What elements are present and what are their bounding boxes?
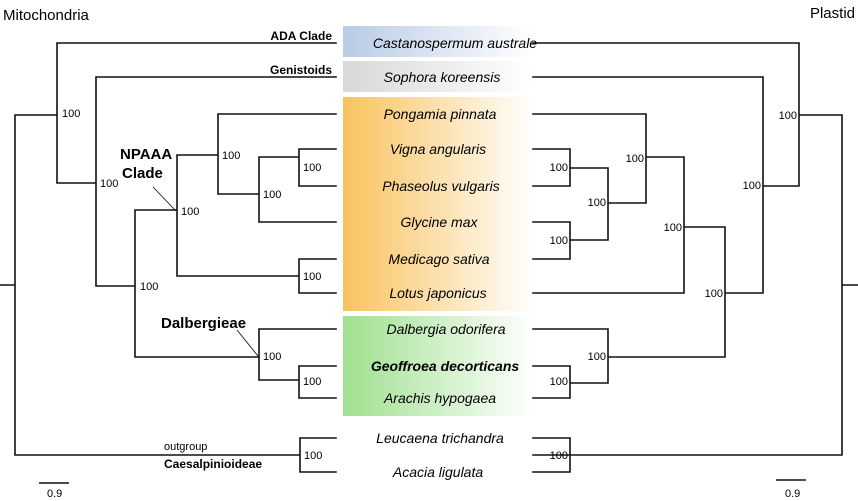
support-value: 100 bbox=[140, 281, 158, 293]
npaaa-label-line2: Clade bbox=[122, 165, 163, 182]
npaaa-label-line1: NPAAA bbox=[120, 146, 172, 163]
plastid-tree bbox=[532, 42, 858, 473]
support-value: 100 bbox=[779, 110, 797, 122]
mitochondrial-tree bbox=[0, 42, 337, 473]
support-value: 100 bbox=[664, 222, 682, 234]
support-value: 100 bbox=[181, 206, 199, 218]
right-scale-label: 0.9 bbox=[785, 488, 800, 500]
plastid-support-values: 100 100 100 100 100 100 100 100 100 100 … bbox=[550, 110, 797, 462]
support-value: 100 bbox=[550, 235, 568, 247]
taxon-label: Pongamia pinnata bbox=[384, 106, 497, 122]
support-value: 100 bbox=[550, 376, 568, 388]
taxon-label: Medicago sativa bbox=[388, 251, 489, 267]
support-value: 100 bbox=[222, 150, 240, 162]
taxon-label: Glycine max bbox=[400, 214, 478, 230]
taxon-label: Leucaena trichandra bbox=[376, 430, 504, 446]
scale-bars: 0.9 0.9 bbox=[39, 479, 806, 500]
support-value: 100 bbox=[743, 180, 761, 192]
support-value: 100 bbox=[263, 189, 281, 201]
clade-annotations: ADA Clade Genistoids NPAAA Clade Dalberg… bbox=[120, 29, 332, 471]
support-value: 100 bbox=[303, 376, 321, 388]
dalbergieae-pointer-line bbox=[236, 329, 259, 357]
support-value: 100 bbox=[263, 351, 281, 363]
taxon-label-highlighted: Geoffroea decorticans bbox=[371, 358, 520, 374]
clade-bands bbox=[343, 26, 533, 416]
left-scale-label: 0.9 bbox=[47, 488, 62, 500]
support-value: 100 bbox=[626, 153, 644, 165]
taxon-label: Phaseolus vulgaris bbox=[382, 178, 500, 194]
support-value: 100 bbox=[303, 271, 321, 283]
plastid-branches bbox=[532, 42, 858, 473]
support-value: 100 bbox=[303, 162, 321, 174]
support-value: 100 bbox=[100, 178, 118, 190]
mito-branches bbox=[0, 42, 337, 473]
taxon-label: Vigna angularis bbox=[390, 141, 486, 157]
taxon-labels: Castanospermum australe Sophora koreensi… bbox=[371, 35, 537, 480]
support-value: 100 bbox=[705, 288, 723, 300]
support-value: 100 bbox=[588, 197, 606, 209]
ada-clade-label: ADA Clade bbox=[270, 29, 332, 43]
ada-clade-band bbox=[343, 26, 533, 57]
npaaa-pointer-line bbox=[152, 186, 177, 212]
npaaa-clade-band bbox=[343, 97, 533, 311]
support-value: 100 bbox=[62, 108, 80, 120]
caesalpinioideae-label: Caesalpinioideae bbox=[164, 457, 262, 471]
taxon-label: Castanospermum australe bbox=[373, 35, 537, 51]
outgroup-label: outgroup bbox=[164, 441, 207, 453]
support-value: 100 bbox=[588, 351, 606, 363]
genistoids-label: Genistoids bbox=[270, 63, 332, 77]
taxon-label: Lotus japonicus bbox=[389, 285, 486, 301]
dalbergieae-band bbox=[343, 316, 533, 416]
plastid-title: Plastid bbox=[810, 5, 855, 22]
support-value: 100 bbox=[304, 450, 322, 462]
taxon-label: Acacia ligulata bbox=[392, 464, 483, 480]
taxon-label: Sophora koreensis bbox=[384, 69, 501, 85]
dalbergieae-label: Dalbergieae bbox=[161, 315, 246, 332]
support-value: 100 bbox=[550, 162, 568, 174]
taxon-label: Arachis hypogaea bbox=[383, 390, 496, 406]
support-value: 100 bbox=[550, 450, 568, 462]
genistoids-band bbox=[343, 61, 533, 92]
mito-support-values: 100 100 100 100 100 100 100 100 100 100 … bbox=[62, 108, 322, 462]
mitochondria-title: Mitochondria bbox=[3, 7, 90, 24]
taxon-label: Dalbergia odorifera bbox=[386, 321, 505, 337]
